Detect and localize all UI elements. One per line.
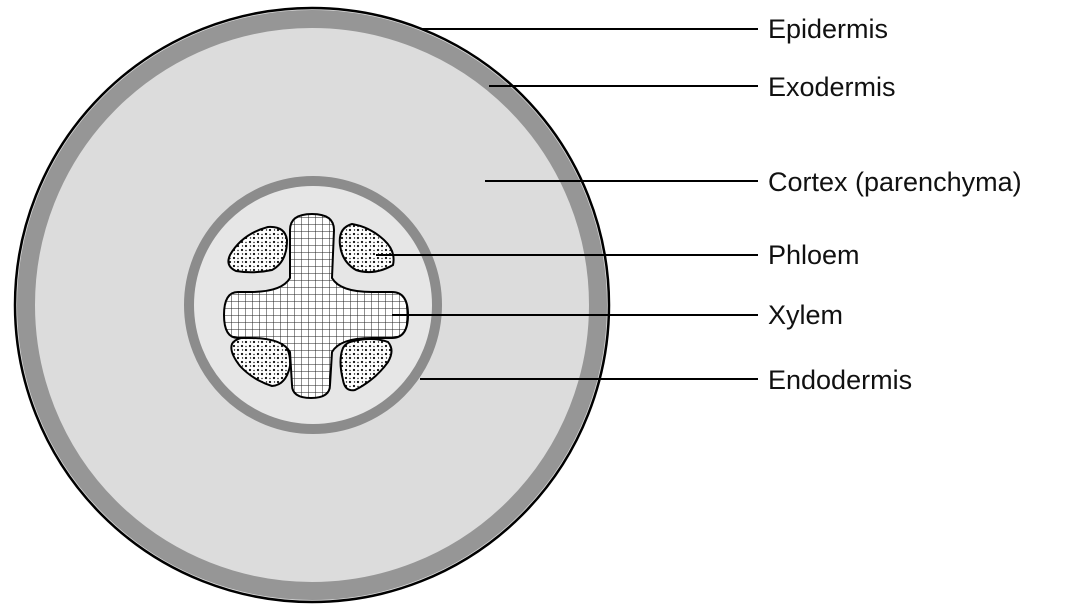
phloem-label: Phloem — [768, 240, 860, 270]
epidermis-label: Epidermis — [768, 14, 888, 44]
xylem-label: Xylem — [768, 300, 843, 330]
endodermis-label: Endodermis — [768, 365, 912, 395]
exodermis-label: Exodermis — [768, 72, 896, 102]
cortex-label: Cortex (parenchyma) — [768, 167, 1022, 197]
